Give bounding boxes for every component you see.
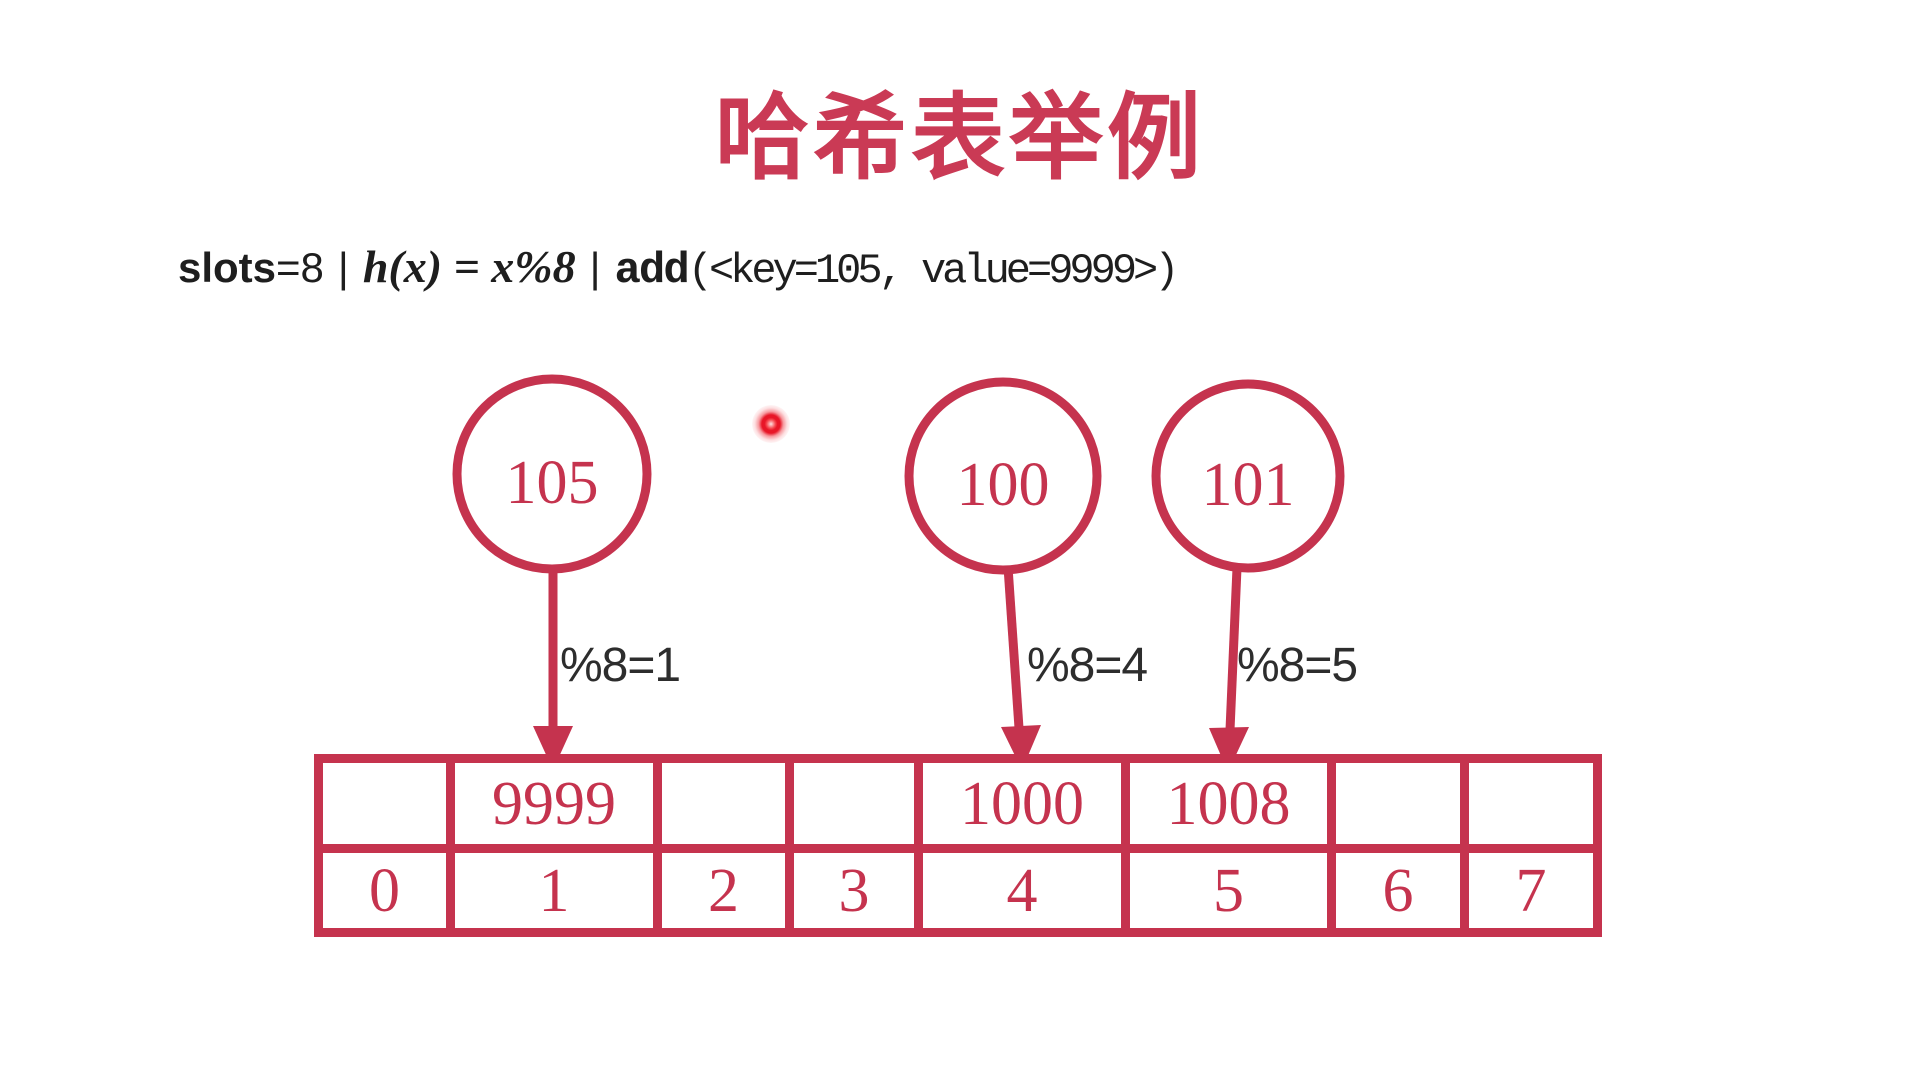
mod-label-100: %8=4 [1027,639,1148,692]
hash-table-index-cell-3: 3 [794,853,914,928]
hash-table-index-cell-6: 6 [1336,853,1460,928]
hash-table-value-cell-7 [1469,763,1593,844]
key-label-100: 100 [956,451,1050,519]
formula-slots-keyword: slots [178,244,277,291]
hash-table-value-cell-6 [1336,763,1460,844]
formula-slots-value: =8 [276,244,324,291]
formula-hash-function: h(x) = x%8 [362,241,576,292]
hash-table-index-cell-7: 7 [1469,853,1593,928]
hash-table-value-cell-4: 1000 [923,763,1121,844]
laser-pointer-dot [752,405,790,443]
key-label-101: 101 [1201,451,1295,519]
mod-label-105: %8=1 [560,639,681,692]
hash-table-value-cell-3 [794,763,914,844]
hash-table-value-cell-0 [323,763,446,844]
formula-add-args: (<key=105, value=9999>) [687,247,1180,295]
formula-pipe-1: | [337,244,349,291]
hash-table: 9999 1000 1008 0 1 2 3 4 5 6 7 [314,754,1602,937]
slide-title: 哈希表举例 [714,85,1205,190]
formula-pipe-2: | [589,244,601,291]
arrow-100-line [1003,566,1024,729]
formula-add-keyword: add [614,246,690,296]
hash-table-index-cell-5: 5 [1130,853,1327,928]
hash-table-index-cell-4: 4 [923,853,1121,928]
formula-line: slots =8 | h(x) = x%8 | add (<key=105, v… [178,240,1180,296]
hash-table-index-cell-1: 1 [455,853,653,928]
hash-table-index-cell-0: 0 [323,853,446,928]
hash-table-value-cell-1: 9999 [455,763,653,844]
key-label-105: 105 [505,449,599,517]
mod-label-101: %8=5 [1237,639,1358,692]
hash-table-value-cell-2 [662,763,785,844]
hash-table-index-cell-2: 2 [662,853,785,928]
arrow-101-line [1225,567,1242,731]
hash-table-value-cell-5: 1008 [1130,763,1327,844]
